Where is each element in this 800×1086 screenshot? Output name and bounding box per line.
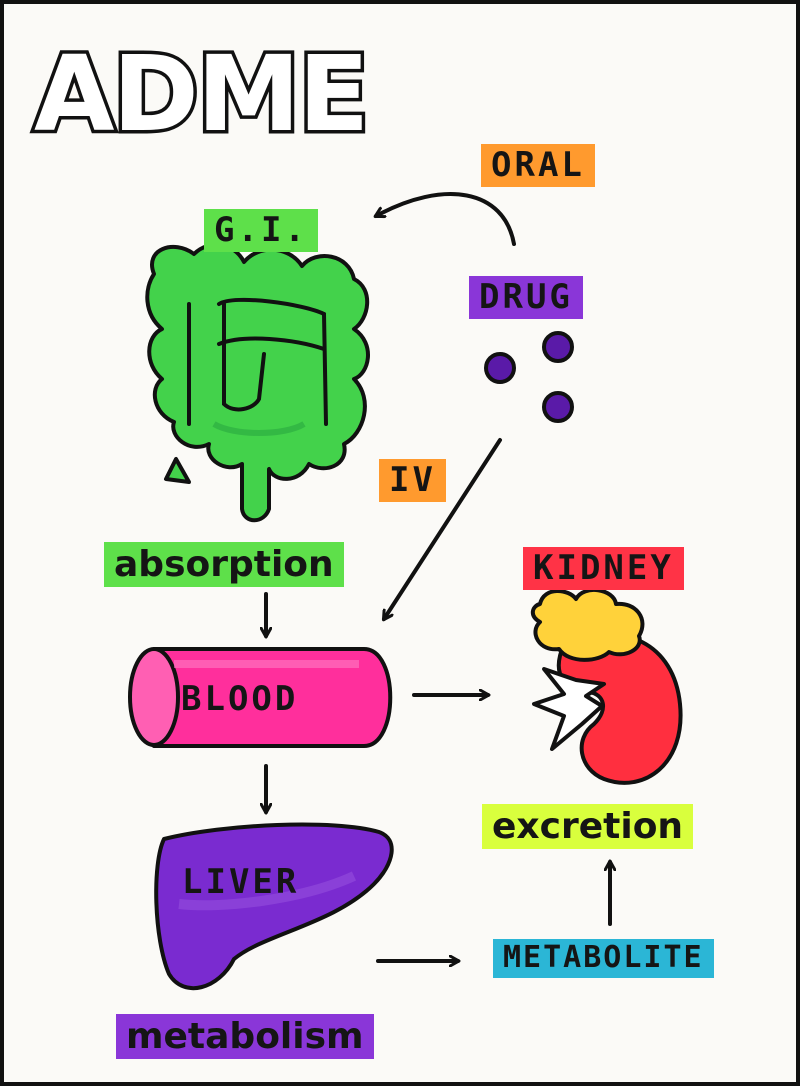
oral-arrow <box>376 192 516 246</box>
metabolite-label: METABOLITE <box>493 939 714 978</box>
iv-arrow <box>384 438 502 619</box>
oral-label: ORAL <box>481 144 595 188</box>
absorption-label: absorption <box>104 542 344 588</box>
intestine-icon <box>145 242 370 523</box>
iv-label: IV <box>379 459 446 503</box>
blood-label: BLOOD <box>181 679 299 719</box>
diagram-art <box>128 192 683 991</box>
liver-label: LIVER <box>182 862 300 902</box>
gi-label: G.I. <box>204 209 318 253</box>
blood-vessel-icon <box>128 647 393 748</box>
drug-label: DRUG <box>469 276 583 320</box>
kidney-label: KIDNEY <box>523 547 684 591</box>
metabolism-label: metabolism <box>116 1014 374 1060</box>
kidney-icon <box>530 588 683 785</box>
drug-pills-icon <box>484 331 574 423</box>
page-title: ADME <box>30 33 372 155</box>
excretion-label: excretion <box>482 804 694 850</box>
liver-icon <box>154 822 394 991</box>
